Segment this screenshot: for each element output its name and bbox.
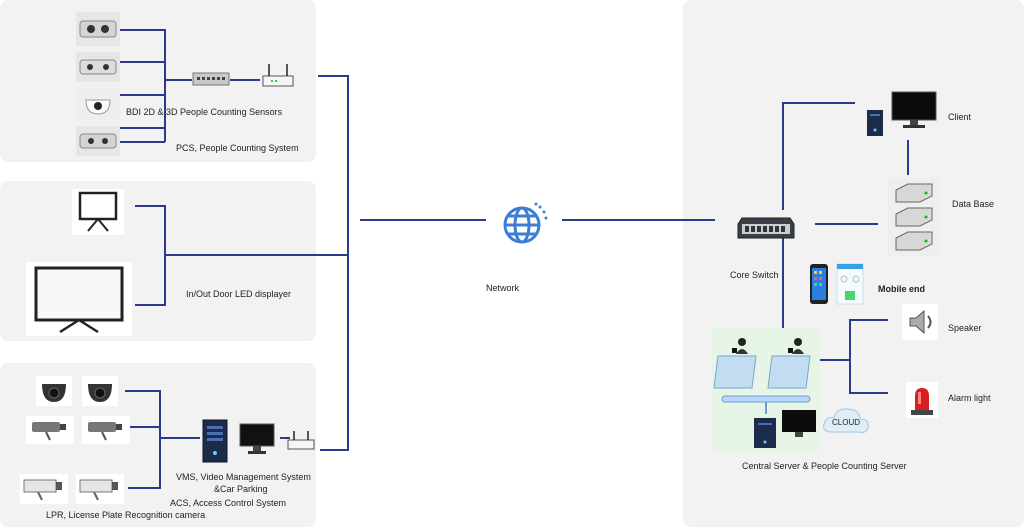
vms-monitor-icon [239, 423, 275, 454]
sensor-3d-icon-2 [76, 126, 120, 156]
poe-switch-icon [192, 72, 230, 86]
bullet-camera-icon [26, 416, 74, 444]
lpr-camera-icon-2 [76, 474, 124, 504]
cloud-icon [823, 408, 869, 433]
vms-label-line1: VMS, Video Management System [176, 472, 311, 482]
mobile-app-icon [836, 263, 864, 305]
speaker-icon [902, 304, 938, 340]
database-icon [888, 178, 940, 256]
alarm-light-icon [906, 382, 938, 418]
large-display-icon [26, 262, 132, 336]
mobile-label: Mobile end [878, 284, 925, 294]
sensor-2d-icon [76, 52, 120, 82]
pcs-sensors-label: BDI 2D & 3D People Counting Sensors [126, 107, 283, 117]
small-display-icon [72, 189, 124, 235]
client-monitor-icon [891, 91, 937, 128]
acs-label: ACS, Access Control System [170, 498, 287, 508]
vms-server-icon [202, 419, 228, 463]
client-label: Client [948, 112, 972, 122]
sensor-3d-icon [76, 12, 120, 46]
network-globe-icon [503, 202, 548, 244]
dome-camera-icon-2 [82, 376, 118, 406]
core-switch-label: Core Switch [730, 270, 779, 280]
led-label: In/Out Door LED displayer [186, 289, 292, 299]
core-switch-icon [737, 217, 795, 239]
database-label: Data Base [952, 199, 995, 209]
lpr-label: LPR, License Plate Recognition camera [46, 510, 206, 520]
lpr-camera-icon [20, 474, 68, 504]
alarm-light-label: Alarm light [948, 393, 991, 403]
client-tower-icon [867, 110, 883, 136]
network-label: Network [486, 283, 520, 293]
dome-camera-icon [36, 376, 72, 406]
speaker-label: Speaker [948, 323, 982, 333]
central-server-label: Central Server & People Counting Server [742, 461, 907, 471]
pcs-system-label: PCS, People Counting System [176, 143, 299, 153]
bullet-camera-icon-2 [82, 416, 130, 444]
phone-icon [810, 264, 828, 304]
router-icon [262, 64, 294, 87]
central-server-illustration [712, 328, 820, 452]
cloud-label: CLOUD [832, 418, 861, 427]
dome-sensor-icon [76, 88, 120, 120]
vms-router-icon [287, 431, 315, 450]
vms-label-line2: &Car Parking [214, 484, 268, 494]
